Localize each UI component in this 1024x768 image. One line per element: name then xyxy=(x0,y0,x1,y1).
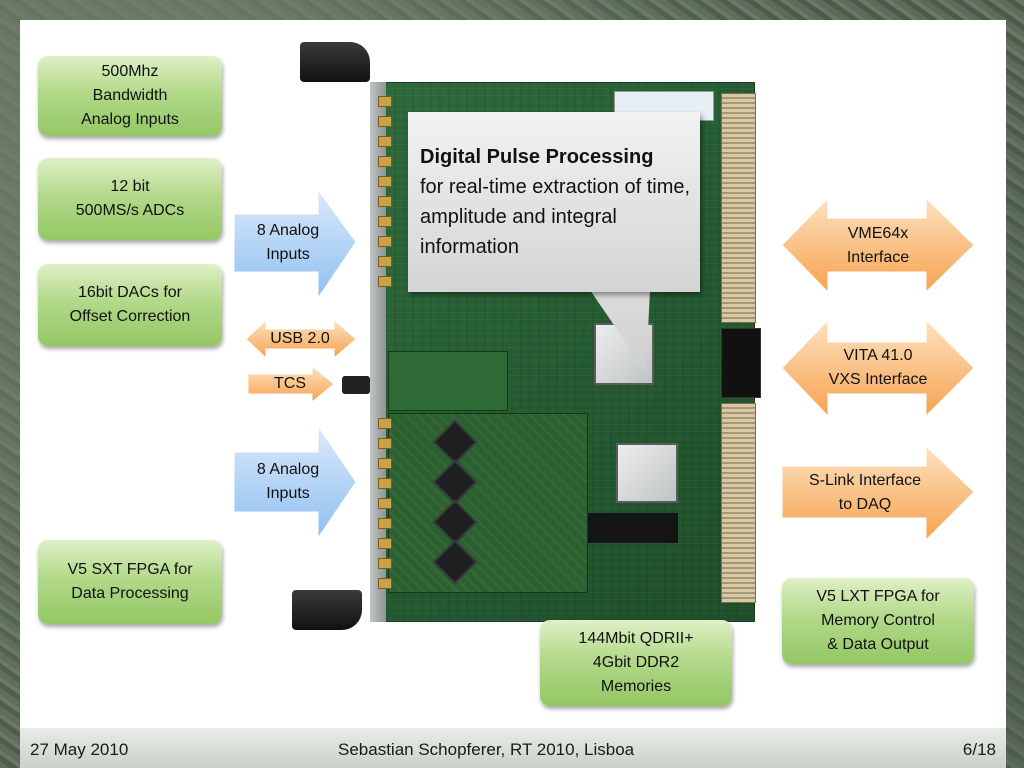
smb-connector xyxy=(378,438,392,449)
smb-connector xyxy=(378,578,392,589)
smb-connector xyxy=(378,256,392,267)
callout-title: Digital Pulse Processing xyxy=(420,146,654,168)
label-vme: VME64x Interface xyxy=(846,225,910,266)
smb-connector xyxy=(378,236,392,247)
vme-connector-top xyxy=(721,93,756,323)
memory-chips xyxy=(588,513,678,543)
callout-body: for real-time extraction of time, amplit… xyxy=(420,176,691,258)
smb-connector xyxy=(378,96,392,107)
arrow-vita xyxy=(781,318,975,418)
smb-connector xyxy=(378,156,392,167)
box-v5-lxt-fpga: V5 LXT FPGA for Memory Control & Data Ou… xyxy=(782,578,974,664)
digital-pulse-processing-callout: Digital Pulse Processing for real-time e… xyxy=(408,112,700,292)
smb-connector xyxy=(378,116,392,127)
smb-connector xyxy=(378,458,392,469)
box-v5-sxt-fpga: V5 SXT FPGA for Data Processing xyxy=(38,540,222,624)
smb-connector xyxy=(378,176,392,187)
box-adcs: 12 bit 500MS/s ADCs xyxy=(38,158,222,240)
vxs-connector xyxy=(721,328,761,398)
label-usb: USB 2.0 xyxy=(270,330,330,347)
footer-page-number: 6/18 xyxy=(962,740,996,759)
fpga-chip-lxt xyxy=(616,443,678,503)
smb-connector xyxy=(378,216,392,227)
arrow-analog-top xyxy=(233,188,357,300)
label-vita: VITA 41.0 VXS Interface xyxy=(828,347,928,388)
smb-connector xyxy=(378,276,392,287)
label-slink: S-Link Interface to DAQ xyxy=(808,472,922,513)
usb-daughterboard xyxy=(388,351,508,411)
box-dacs: 16bit DACs for Offset Correction xyxy=(38,264,222,346)
label-tcs: TCS xyxy=(274,375,306,392)
smb-connector xyxy=(378,418,392,429)
smb-connector xyxy=(378,518,392,529)
label-analog-top: 8 Analog Inputs xyxy=(256,222,320,263)
smb-connector xyxy=(378,136,392,147)
footer-author: Sebastian Schopferer, RT 2010, Lisboa xyxy=(338,740,635,759)
arrow-slink xyxy=(781,444,975,542)
arrow-analog-bottom xyxy=(233,424,357,540)
top-ejector-handle xyxy=(300,42,370,82)
arrow-usb xyxy=(245,318,357,360)
label-analog-bottom: 8 Analog Inputs xyxy=(256,461,320,502)
smb-connector xyxy=(378,558,392,569)
box-memories: 144Mbit QDRII+ 4Gbit DDR2 Memories xyxy=(540,620,732,706)
smb-connector xyxy=(378,498,392,509)
slide-footer: 27 May 2010 Sebastian Schopferer, RT 201… xyxy=(20,728,1006,768)
footer-date: 27 May 2010 xyxy=(30,740,129,759)
smb-connector xyxy=(378,196,392,207)
smb-connector xyxy=(378,538,392,549)
box-analog-bandwidth: 500Mhz Bandwidth Analog Inputs xyxy=(38,56,222,136)
tcs-connector xyxy=(342,376,370,394)
vme-connector-bottom xyxy=(721,403,756,603)
arrow-vme xyxy=(781,196,975,294)
smb-connector xyxy=(378,478,392,489)
arrow-tcs xyxy=(247,364,335,404)
adc-mezzanine xyxy=(388,413,588,593)
bottom-ejector-handle xyxy=(292,590,362,630)
